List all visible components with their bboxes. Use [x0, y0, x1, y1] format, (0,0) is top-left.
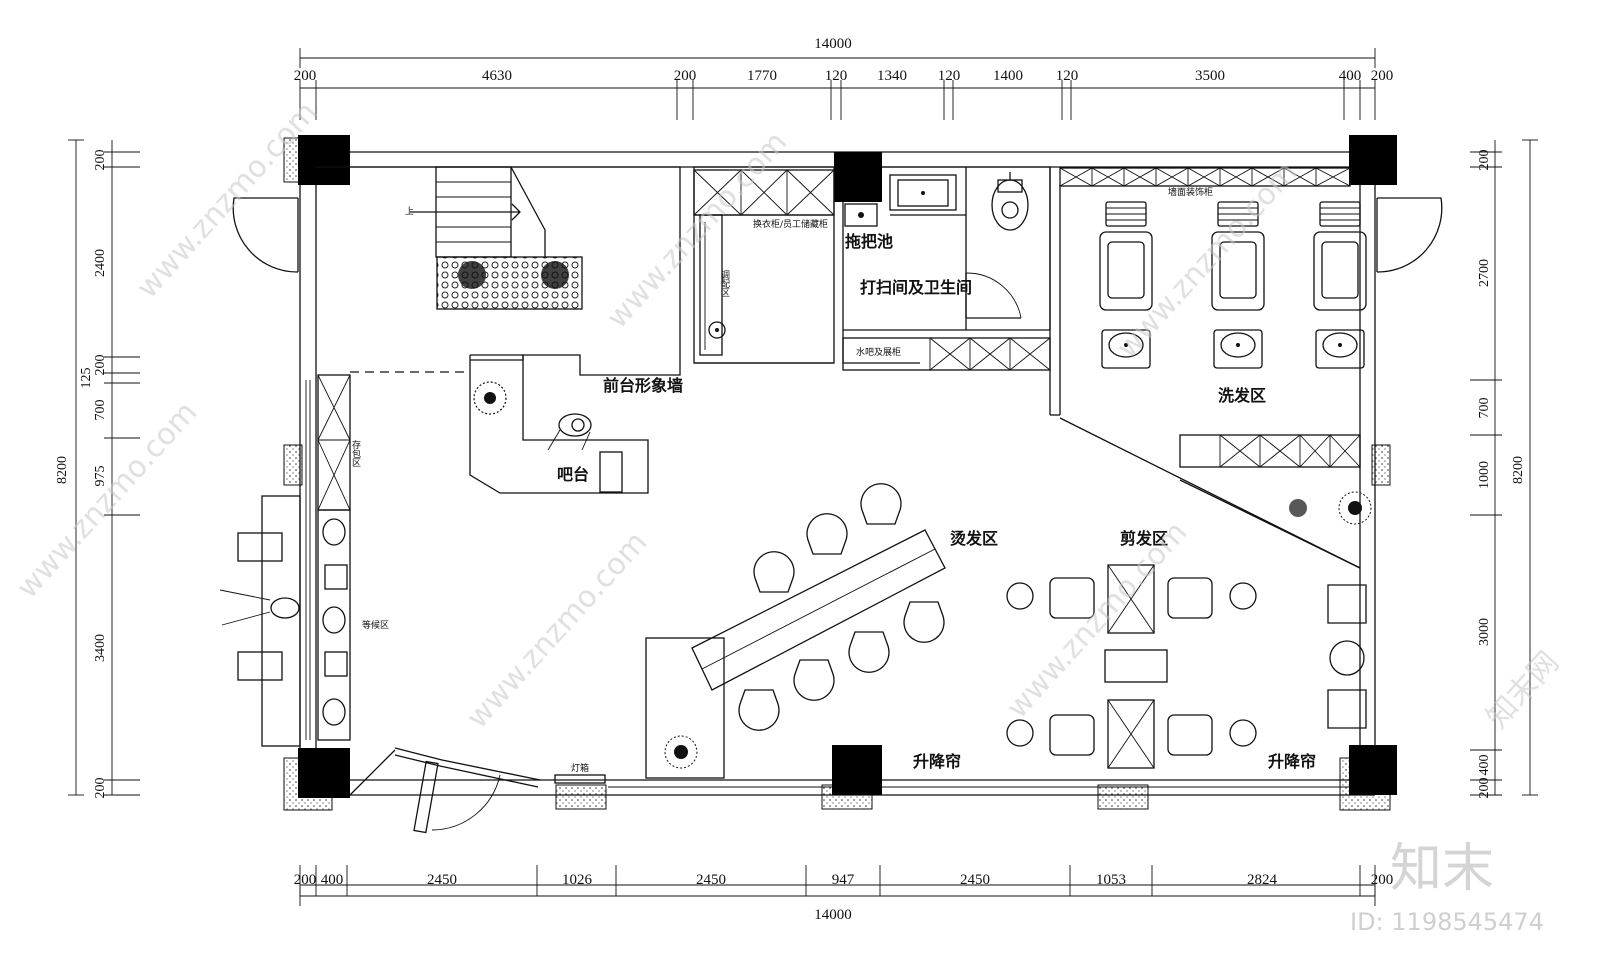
label-blind-1: 升降帘 — [913, 752, 961, 771]
stair-up-label: 上 — [405, 206, 414, 217]
label-water-bar: 水吧及展柜 — [856, 346, 901, 358]
dim-bottom-4: 2450 — [696, 872, 726, 888]
label-mop-sink: 拖把池 — [845, 232, 893, 251]
bottom-dimensions: 14000 200 400 2450 1026 2450 947 2450 10… — [294, 865, 1394, 923]
dim-top-9: 3500 — [1195, 68, 1225, 84]
entrance-door — [349, 747, 606, 834]
watermark-site-6: www.znzmo.com — [10, 395, 204, 605]
cut-area — [1006, 564, 1367, 769]
perm-area — [645, 483, 946, 779]
dim-bottom-5: 947 — [832, 872, 855, 888]
wc-fixtures — [844, 172, 1029, 319]
dim-top-10: 400 — [1339, 68, 1362, 84]
dim-total-bottom: 14000 — [814, 907, 852, 923]
dim-top-3: 1770 — [747, 68, 777, 84]
watermark-site-5: www.znzmo.com — [1000, 515, 1194, 725]
locker-cabinet — [693, 169, 835, 356]
dim-left-6: 3400 — [93, 634, 108, 662]
dim-left-7: 200 — [93, 778, 108, 799]
label-waiting: 等候区 — [362, 619, 389, 631]
dim-right-4: 3000 — [1477, 618, 1492, 646]
structural-columns — [298, 135, 1397, 798]
dim-total-left: 8200 — [55, 456, 70, 484]
water-bar-cabinet — [842, 337, 1051, 371]
dim-left-0: 200 — [93, 150, 108, 171]
dim-right-6: 200 — [1477, 778, 1492, 799]
label-lightbox: 灯箱 — [571, 762, 589, 774]
label-cut-area: 剪发区 — [1120, 529, 1168, 548]
dim-top-2: 200 — [674, 68, 697, 84]
dim-bottom-3: 1026 — [562, 872, 593, 888]
dim-total-top: 14000 — [814, 36, 852, 52]
display-cabinet-right — [1179, 434, 1372, 525]
dim-top-4: 120 — [825, 68, 848, 84]
dim-bottom-6: 2450 — [960, 872, 990, 888]
dim-top-0: 200 — [294, 68, 317, 84]
dim-top-7: 1400 — [993, 68, 1023, 84]
label-perm-area: 烫发区 — [950, 529, 998, 548]
dim-left-2: 200 — [93, 355, 108, 376]
stairs: 上 — [405, 166, 583, 310]
dim-left-5: 975 — [93, 466, 108, 487]
dim-bottom-0: 200 — [294, 872, 317, 888]
side-doors — [232, 197, 1443, 273]
label-front-desk-wall: 前台形象墙 — [603, 376, 683, 395]
dim-bottom-2: 2450 — [427, 872, 457, 888]
watermark-site-1: www.znzmo.com — [130, 95, 324, 305]
dim-left-1: 2400 — [93, 249, 108, 277]
waiting-area — [219, 374, 351, 747]
dim-left-3: 125 — [79, 368, 94, 389]
dim-bottom-1: 400 — [321, 872, 344, 888]
right-dimensions: 8200 200 2700 700 1000 3000 400 200 — [1470, 139, 1538, 799]
dim-right-5: 400 — [1477, 755, 1492, 776]
label-bar: 吧台 — [557, 465, 589, 484]
watermark-site-4: www.znzmo.com — [460, 525, 654, 735]
dim-left-4: 700 — [93, 400, 108, 421]
dim-bottom-7: 1053 — [1096, 872, 1126, 888]
dim-right-1: 2700 — [1477, 259, 1492, 287]
dim-top-11: 200 — [1371, 68, 1394, 84]
dim-right-2: 700 — [1477, 398, 1492, 419]
dim-bottom-9: 200 — [1371, 872, 1394, 888]
dim-right-3: 1000 — [1477, 461, 1492, 489]
label-storage: 存包区 — [350, 439, 361, 467]
dim-top-5: 1340 — [877, 68, 907, 84]
dim-right-0: 200 — [1477, 150, 1492, 171]
dim-top-8: 120 — [1056, 68, 1079, 84]
watermark-cn-1: 知末网 — [1480, 645, 1566, 735]
shampoo-beds — [1099, 201, 1367, 369]
label-mixing: 调配区 — [719, 270, 730, 297]
dim-top-1: 4630 — [482, 68, 512, 84]
room-labels: 前台形象墙 吧台 拖把池 打扫间及卫生间 水吧及展柜 换衣柜/员工储藏柜 调配区… — [350, 186, 1316, 774]
watermark-site-2: www.znzmo.com — [600, 125, 794, 335]
watermark-id: ID: 1198545474 — [1350, 908, 1544, 936]
label-blind-2: 升降帘 — [1268, 752, 1316, 771]
label-cleaning-wc: 打扫间及卫生间 — [860, 278, 972, 297]
bar-counter — [469, 354, 649, 494]
dim-top-6: 120 — [938, 68, 961, 84]
label-locker: 换衣柜/员工储藏柜 — [753, 218, 828, 230]
label-wall-cabinet: 墙面装饰柜 — [1168, 186, 1213, 198]
dim-total-right: 8200 — [1511, 456, 1526, 484]
left-dimensions: 8200 200 2400 200 125 700 975 3400 200 — [55, 139, 140, 799]
watermark-brand: 知末 — [1390, 839, 1494, 899]
label-wash-area: 洗发区 — [1218, 386, 1266, 405]
wall-cabinet — [1059, 167, 1351, 187]
top-dimensions: 14000 200 4630 200 1770 120 1340 120 140… — [294, 36, 1394, 120]
dim-bottom-8: 2824 — [1247, 872, 1278, 888]
